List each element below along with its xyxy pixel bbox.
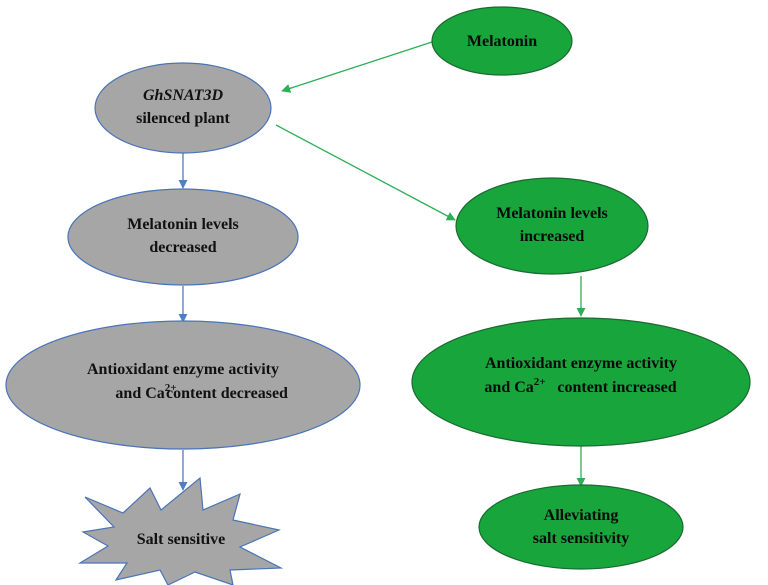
silenced-plant-label: silenced plant bbox=[136, 110, 230, 127]
node-silenced-plant: GhSNAT3D silenced plant bbox=[94, 62, 272, 154]
arrow-silenced-plant-to-levels-increased bbox=[275, 124, 456, 221]
levels-increased-line1: Melatonin levels bbox=[496, 205, 608, 222]
levels-decreased-line1: Melatonin levels bbox=[127, 216, 239, 233]
antioxidant-decreased-line2: and Ca2+ bbox=[115, 382, 176, 402]
antioxidant-increased-suffix: content increased bbox=[557, 379, 676, 396]
alleviating-line1: Alleviating bbox=[544, 507, 619, 524]
antioxidant-increased-prefix: and Ca bbox=[484, 379, 533, 396]
salt-sensitive-starburst bbox=[77, 476, 284, 585]
node-levels-decreased: Melatonin levels decreased bbox=[67, 188, 299, 286]
antioxidant-decreased-line1: Antioxidant enzyme activity bbox=[87, 361, 279, 378]
antioxidant-increased-line1: Antioxidant enzyme activity bbox=[485, 355, 677, 372]
node-melatonin: Melatonin bbox=[431, 6, 573, 76]
arrow-melatonin-to-silenced-plant bbox=[281, 41, 433, 93]
antioxidant-decreased-superscript: 2+ bbox=[165, 382, 177, 394]
node-antioxidant-increased: Antioxidant enzyme activity and Ca2+ con… bbox=[411, 317, 751, 447]
antioxidant-decreased-prefix: and Ca bbox=[115, 385, 164, 402]
node-alleviating: Alleviating salt sensitivity bbox=[478, 484, 684, 570]
antioxidant-decreased-suffix: content decreased bbox=[166, 385, 288, 402]
levels-decreased-line2: decreased bbox=[149, 239, 216, 256]
alleviating-line2: salt sensitivity bbox=[533, 530, 629, 547]
silenced-plant-gene-name: GhSNAT3D bbox=[143, 87, 223, 104]
antioxidant-increased-superscript: 2+ bbox=[534, 376, 546, 388]
levels-increased-line2: increased bbox=[520, 228, 585, 245]
node-antioxidant-decreased: Antioxidant enzyme activity and Ca2+ con… bbox=[5, 320, 361, 450]
melatonin-label: Melatonin bbox=[467, 33, 537, 50]
node-salt-sensitive: Salt sensitive bbox=[77, 476, 284, 585]
node-levels-increased: Melatonin levels increased bbox=[455, 177, 649, 275]
salt-sensitive-label: Salt sensitive bbox=[137, 531, 225, 548]
antioxidant-increased-line2: and Ca2+ bbox=[484, 376, 545, 396]
